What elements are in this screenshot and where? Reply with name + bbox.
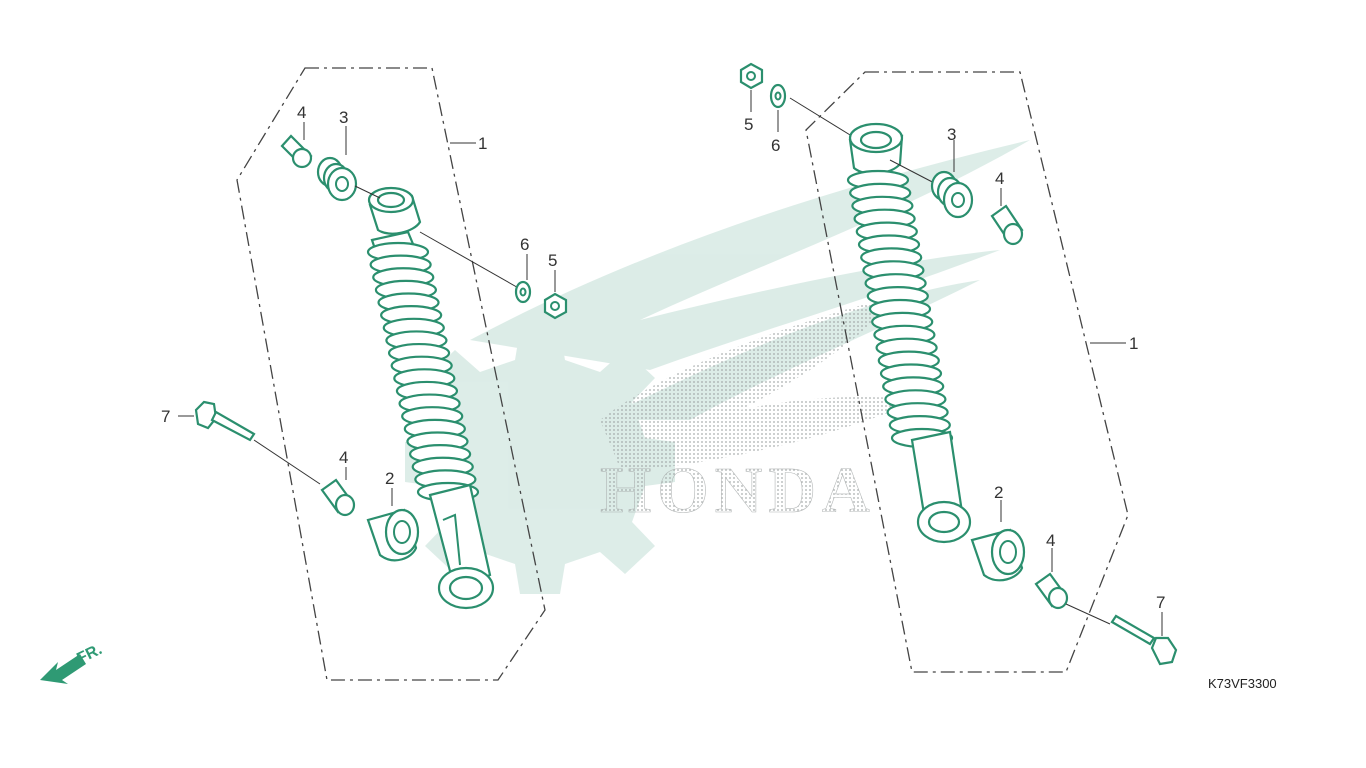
front-direction-indicator: FR. [40, 641, 105, 684]
right-rubber-bush-3: 3 [930, 125, 974, 219]
left-callout-2: 2 [385, 469, 394, 488]
left-shock-absorber [366, 230, 495, 610]
right-callout-2: 2 [994, 483, 1003, 502]
left-callout-4-upper: 4 [297, 103, 306, 122]
left-callout-4-lower: 4 [339, 448, 348, 467]
right-callout-4-upper: 4 [995, 169, 1004, 188]
right-callout-5: 5 [744, 115, 753, 134]
left-washer-6: 6 [514, 235, 532, 304]
right-washer-6: 6 [769, 83, 787, 155]
watermark-brand-text: HONDA [600, 454, 876, 527]
left-upper-bushing [367, 186, 422, 235]
right-callout-7: 7 [1156, 593, 1165, 612]
right-assembly-frame [805, 71, 1129, 673]
left-shock-assembly: 1 3 4 [161, 67, 568, 681]
left-collar-4-upper: 4 [280, 103, 313, 169]
right-callout-1: 1 [1129, 334, 1138, 353]
right-nut-5: 5 [739, 62, 764, 134]
left-callout-7: 7 [161, 407, 170, 426]
left-assembly-frame [236, 67, 546, 681]
right-callout-6: 6 [771, 136, 780, 155]
honda-wing-dotted-watermark: HONDA [600, 295, 920, 527]
right-callout-4-lower: 4 [1046, 531, 1055, 550]
left-callout-6: 6 [520, 235, 529, 254]
right-upper-bushing [848, 122, 904, 175]
left-callout-5: 5 [548, 251, 557, 270]
right-shock-assembly: 1 5 6 [739, 62, 1178, 673]
drawing-code: K73VF3300 [1208, 676, 1277, 691]
right-bush-2: 2 [970, 483, 1026, 582]
left-rubber-bush-3: 3 [316, 108, 358, 202]
right-bolt-7: 7 [1110, 593, 1178, 666]
front-arrow-icon [40, 654, 86, 684]
right-callout-3: 3 [947, 125, 956, 144]
front-direction-label: FR. [74, 641, 105, 668]
left-nut-5: 5 [543, 251, 568, 320]
right-collar-4-lower: 4 [1034, 531, 1069, 610]
left-callout-3: 3 [339, 108, 348, 127]
right-collar-4-upper: 4 [990, 169, 1024, 246]
right-shock-absorber [846, 169, 972, 544]
left-bolt-7: 7 [161, 400, 321, 485]
left-bush-2: 2 [366, 469, 420, 562]
left-collar-4-lower: 4 [320, 448, 356, 517]
left-callout-1: 1 [478, 134, 487, 153]
